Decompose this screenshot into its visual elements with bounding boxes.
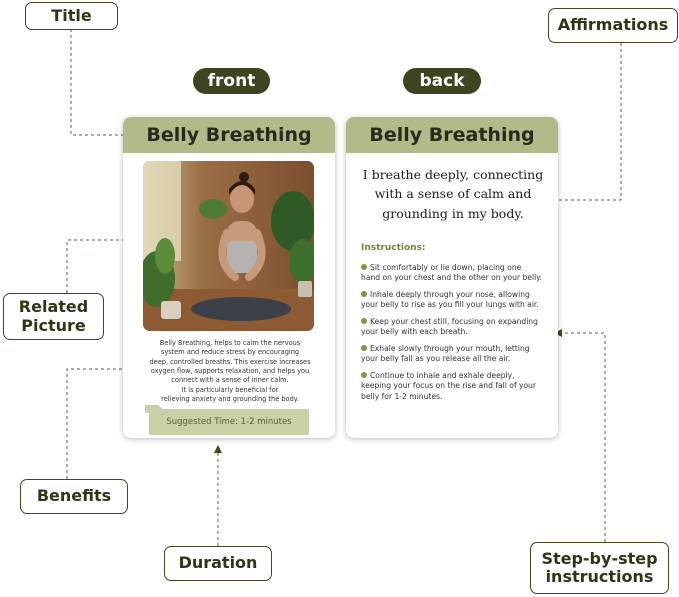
bullet-icon bbox=[361, 317, 367, 324]
affirmations-connector bbox=[544, 43, 622, 204]
back-card-title: Belly Breathing bbox=[346, 117, 558, 153]
callout-duration: Duration bbox=[164, 546, 272, 581]
list-item: Continue to inhale and exhale deeply, ke… bbox=[361, 370, 537, 401]
instruction-steps: Sit comfortably or lie down, placing one… bbox=[361, 263, 556, 408]
back-card: Belly Breathing I breathe deeply, connec… bbox=[346, 117, 558, 438]
list-item: Exhale slowly through your mouth, lettin… bbox=[361, 343, 530, 364]
back-label: back bbox=[403, 68, 481, 94]
bullet-icon bbox=[361, 344, 367, 351]
instructions-heading: Instructions: bbox=[361, 243, 426, 253]
callout-steps: Step-by-step instructions bbox=[530, 542, 669, 594]
callout-affirmations: Affirmations bbox=[548, 8, 678, 43]
callout-title: Title bbox=[25, 2, 118, 30]
list-item: Keep your chest still, focusing on expan… bbox=[361, 316, 538, 337]
list-item: Inhale deeply through your nose, allowin… bbox=[361, 289, 539, 310]
front-card-title: Belly Breathing bbox=[123, 117, 335, 153]
title-connector bbox=[70, 29, 149, 139]
duration-banner: Suggested Time: 1-2 minutes bbox=[149, 409, 309, 435]
front-card: Belly Breathing bbox=[123, 117, 335, 438]
benefits-text: Belly Breathing, helps to calm the nervo… bbox=[149, 339, 311, 404]
list-item: Sit comfortably or lie down, placing one… bbox=[361, 263, 542, 283]
bullet-icon bbox=[361, 290, 367, 297]
bullet-icon bbox=[361, 371, 367, 378]
callout-benefits: Benefits bbox=[20, 479, 128, 514]
affirmation-text: I breathe deeply, connecting with a sens… bbox=[362, 167, 544, 221]
front-label: front bbox=[193, 68, 270, 94]
bullet-icon bbox=[361, 264, 367, 270]
callout-related-picture: Related Picture bbox=[3, 293, 104, 340]
picture-connector bbox=[66, 236, 136, 293]
benefits-connector bbox=[66, 365, 136, 479]
yoga-woman-illustration bbox=[143, 161, 314, 331]
related-picture bbox=[143, 161, 314, 331]
steps-connector bbox=[554, 329, 606, 542]
